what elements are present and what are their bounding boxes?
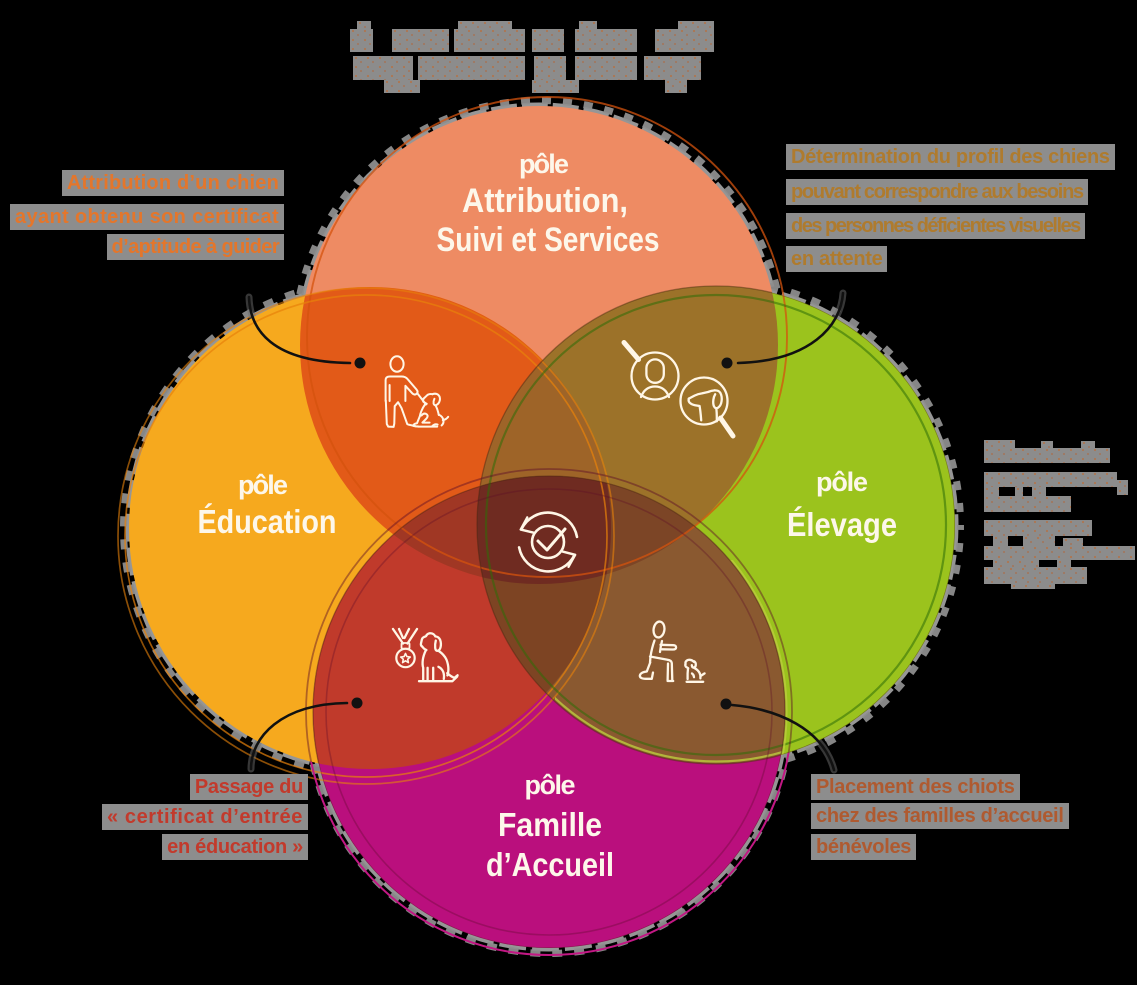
svg-text:pôle: pôle	[816, 467, 868, 497]
svg-text:Élevage: Élevage	[787, 506, 897, 543]
svg-text:d’Accueil: d’Accueil	[486, 846, 614, 883]
svg-text:Suivi et Services: Suivi et Services	[437, 221, 660, 259]
svg-text:pôle: pôle	[238, 470, 288, 500]
svg-text:pôle: pôle	[519, 149, 569, 179]
svg-text:Attribution,: Attribution,	[462, 182, 628, 220]
svg-text:pôle: pôle	[525, 770, 576, 800]
svg-text:Famille: Famille	[498, 806, 602, 843]
svg-text:Éducation: Éducation	[198, 503, 337, 540]
